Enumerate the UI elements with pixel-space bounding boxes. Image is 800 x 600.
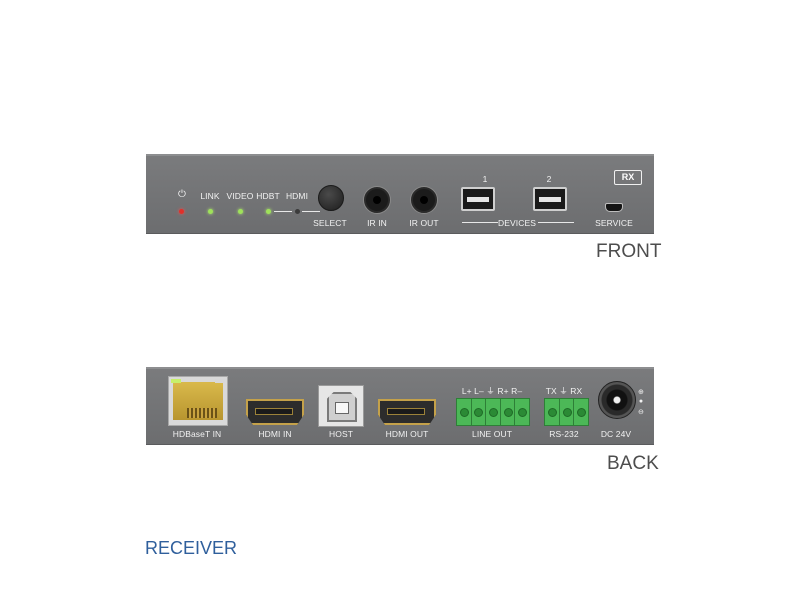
service-label: SERVICE — [595, 218, 633, 228]
line-out-terminal[interactable] — [456, 398, 530, 426]
polarity-center-icon: ● — [638, 398, 644, 405]
terminal-pin — [545, 399, 560, 425]
dc-24v-label: DC 24V — [600, 429, 632, 439]
terminal-pin — [486, 399, 501, 425]
link-led — [208, 209, 213, 214]
led-connector-line — [274, 211, 292, 212]
rs232-label: RS-232 — [549, 429, 579, 439]
devices-label: DEVICES — [497, 218, 537, 228]
select-label: SELECT — [313, 218, 347, 228]
select-connector-line — [302, 211, 320, 212]
power-icon: ⏻ — [177, 189, 187, 200]
hdmi-led — [295, 209, 300, 214]
ir-out-jack[interactable] — [411, 187, 437, 213]
hdbaset-in-port[interactable] — [168, 376, 228, 426]
video-led — [238, 209, 243, 214]
rs232-pin-labels: TX ⏚ RX — [545, 386, 583, 396]
usb-device-port-2[interactable] — [533, 187, 567, 211]
devices-bracket-right — [538, 222, 574, 223]
polarity-plus-icon: ⊕ — [638, 389, 644, 396]
service-micro-usb-port[interactable] — [605, 203, 623, 212]
hdbt-led — [266, 209, 271, 214]
terminal-pin — [501, 399, 516, 425]
select-button[interactable] — [318, 185, 344, 211]
terminal-pin — [574, 399, 588, 425]
line-out-label: LINE OUT — [471, 429, 513, 439]
receiver-title: RECEIVER — [145, 538, 238, 558]
front-panel — [146, 154, 654, 234]
hdmi-label: HDMI — [285, 191, 309, 201]
polarity-minus-icon: ⊖ — [638, 409, 644, 416]
rj45-socket — [173, 382, 223, 420]
ir-in-label: IR IN — [367, 218, 387, 228]
hdmi-out-port[interactable] — [378, 399, 436, 425]
line-out-pin-labels: L+ L– ⏚ R+ R– — [461, 386, 523, 396]
hdmi-in-port[interactable] — [246, 399, 304, 425]
rj45-pins — [187, 408, 217, 418]
rx-badge: RX — [614, 170, 642, 185]
usb-port-2-label: 2 — [546, 174, 552, 184]
back-caption: BACK — [607, 453, 659, 474]
terminal-pin — [472, 399, 487, 425]
power-led — [179, 209, 184, 214]
front-caption: FRONT — [596, 241, 662, 262]
host-label: HOST — [328, 429, 354, 439]
rj45-act-led — [215, 379, 225, 383]
dc-power-jack[interactable] — [598, 381, 636, 419]
rj45-link-led — [171, 379, 181, 383]
usb-device-port-1[interactable] — [461, 187, 495, 211]
hdbaset-in-label: HDBaseT IN — [172, 429, 222, 439]
devices-bracket-left — [462, 222, 498, 223]
hdmi-out-label: HDMI OUT — [385, 429, 429, 439]
usb-b-socket — [327, 392, 357, 422]
terminal-pin — [560, 399, 575, 425]
ir-in-jack[interactable] — [364, 187, 390, 213]
terminal-pin — [515, 399, 529, 425]
hdbt-label: HDBT — [256, 191, 280, 201]
link-label: LINK — [200, 191, 220, 201]
host-usb-b-port[interactable] — [318, 385, 364, 427]
usb-port-1-label: 1 — [482, 174, 488, 184]
terminal-pin — [457, 399, 472, 425]
hdmi-in-label: HDMI IN — [258, 429, 292, 439]
rs232-terminal[interactable] — [544, 398, 589, 426]
video-label: VIDEO — [226, 191, 254, 201]
ir-out-label: IR OUT — [409, 218, 439, 228]
